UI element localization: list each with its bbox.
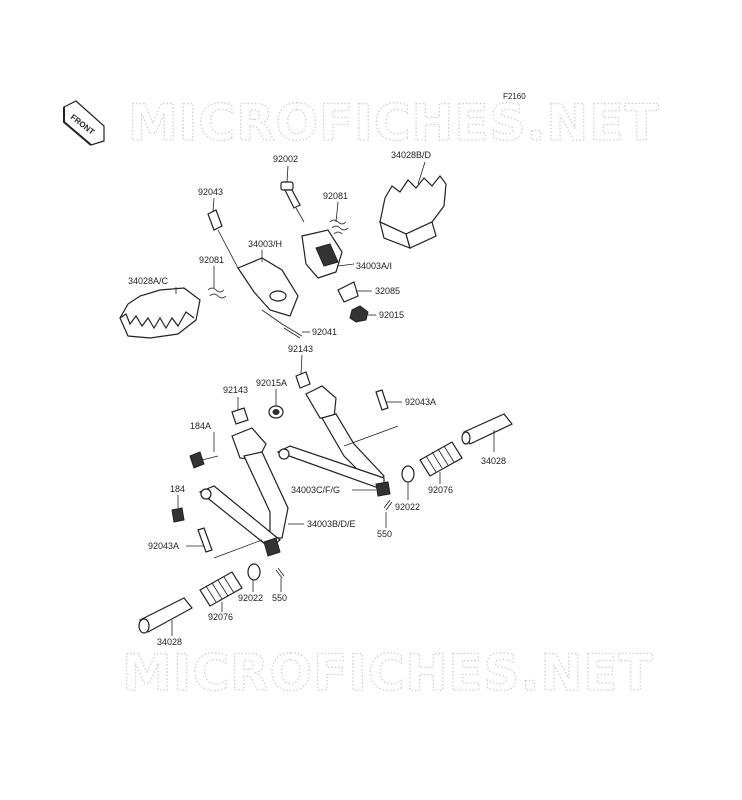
bolt-184a <box>189 451 219 469</box>
cotter-550-right <box>383 499 393 511</box>
tube-34028-right <box>461 413 513 445</box>
label-34028ac: 34028A/C <box>128 276 169 286</box>
bracket-34003h <box>237 257 299 317</box>
nut-92015 <box>349 305 369 323</box>
label-34028bd: 34028B/D <box>391 150 432 160</box>
rubber-92076-bottom <box>199 571 243 607</box>
label-34028-bottom: 34028 <box>157 637 182 647</box>
label-92041: 92041 <box>312 327 337 337</box>
pin-92041 <box>261 309 303 339</box>
tube-34028-bottom <box>138 597 193 634</box>
label-92015: 92015 <box>379 310 404 320</box>
label-92043a-right: 92043A <box>405 397 436 407</box>
label-184a: 184A <box>190 421 211 431</box>
label-92043a-left: 92043A <box>148 541 179 551</box>
label-92015a: 92015A <box>256 378 287 388</box>
label-34003h: 34003/H <box>248 239 282 249</box>
pin-92043a-left <box>197 527 213 553</box>
rubber-92076-right <box>419 441 463 477</box>
label-92081-top: 92081 <box>323 191 348 201</box>
label-34003ai: 34003A/I <box>356 261 392 271</box>
bracket-34003ai <box>301 229 343 279</box>
label-184: 184 <box>170 484 185 494</box>
washer-92022-right <box>401 465 415 483</box>
label-92076-bottom: 92076 <box>208 612 233 622</box>
label-92143-left: 92143 <box>223 385 248 395</box>
label-92022-bottom: 92022 <box>238 593 263 603</box>
part-32085 <box>337 281 359 303</box>
watermark-top: MICROFICHES.NET <box>128 94 660 152</box>
label-92043-top: 92043 <box>198 187 223 197</box>
pin-92043a-right <box>375 389 389 411</box>
watermark-bottom: MICROFICHES.NET <box>122 644 654 702</box>
leader-lines <box>171 161 495 636</box>
label-34003bde: 34003B/D/E <box>307 519 356 529</box>
label-32085: 32085 <box>375 286 400 296</box>
figure-code: F2160 <box>503 92 526 101</box>
label-92081-left: 92081 <box>199 255 224 265</box>
part-labels: 92002 34028B/D 92043 92081 34003/H 92081… <box>128 150 506 647</box>
label-92002: 92002 <box>273 154 298 164</box>
cotter-550-bottom <box>275 567 285 579</box>
bracket-34003bde <box>198 427 289 559</box>
label-92143-top: 92143 <box>288 344 313 354</box>
front-arrow-icon: FRONT <box>63 100 105 146</box>
label-34028-right: 34028 <box>481 456 506 466</box>
bracket-34003cfg <box>276 385 399 497</box>
bolt-184 <box>171 507 185 523</box>
label-34003cfg: 34003C/F/G <box>291 485 340 495</box>
footpeg-34028bd <box>379 175 447 249</box>
label-550-right: 550 <box>377 529 392 539</box>
label-550-bottom: 550 <box>272 593 287 603</box>
washer-92022-bottom <box>247 563 261 581</box>
pin-92002 <box>280 181 305 223</box>
spring-92081-left <box>207 287 227 299</box>
spring-92081-top <box>329 219 349 235</box>
label-92022-right: 92022 <box>395 502 420 512</box>
part-92143-top <box>295 371 311 389</box>
footpeg-34028ac <box>119 287 201 339</box>
label-92076-right: 92076 <box>428 485 453 495</box>
part-92143-left <box>231 407 249 425</box>
nut-92015a <box>268 405 284 419</box>
